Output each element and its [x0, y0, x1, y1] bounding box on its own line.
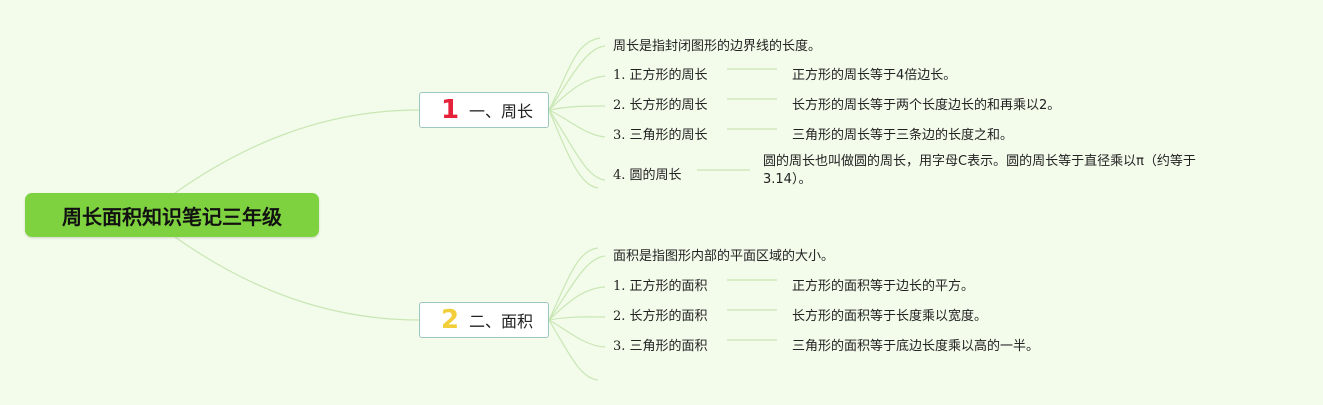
root-topic[interactable]: 周长面积知识笔记三年级 — [25, 193, 319, 237]
branch-2-item-3-desc[interactable]: 三角形的面积等于底边长度乘以高的一半。 — [792, 339, 1040, 354]
branch-2-item-1[interactable]: 1. 正方形的面积 — [613, 279, 708, 294]
branch-1-item-1-desc[interactable]: 正方形的周长等于4倍边长。 — [792, 68, 957, 83]
connector-b2-item3 — [548, 319, 606, 348]
branch-1-item-2[interactable]: 2. 长方形的周长 — [613, 98, 708, 113]
branch-2-item-3[interactable]: 3. 三角形的面积 — [613, 339, 708, 354]
branch-1-item-1[interactable]: 1. 正方形的周长 — [613, 68, 708, 83]
number-two-icon: 2 — [440, 305, 460, 335]
connector-b2-def — [548, 255, 606, 321]
branch-1-topic[interactable]: 1 一、周长 — [419, 92, 549, 128]
branch-1-label: 一、周长 — [469, 102, 534, 121]
branch-1-item-4[interactable]: 4. 圆的周长 — [613, 168, 682, 183]
connector-root-branch-1 — [174, 109, 420, 194]
connector-b1-item3 — [548, 109, 606, 138]
number-one-icon: 1 — [440, 95, 460, 125]
connector-b2-top — [548, 247, 599, 321]
branch-1-item-3[interactable]: 3. 三角形的周长 — [613, 128, 708, 143]
connector-b1-top — [548, 37, 601, 111]
branch-2-item-2-desc[interactable]: 长方形的面积等于长度乘以宽度。 — [792, 309, 988, 324]
branch-2-item-2[interactable]: 2. 长方形的面积 — [613, 309, 708, 324]
branch-2-definition[interactable]: 面积是指图形内部的平面区域的大小。 — [613, 249, 835, 264]
branch-1-item-2-desc[interactable]: 长方形的周长等于两个长度边长的和再乘以2。 — [792, 98, 1061, 113]
connector-b1-item4 — [548, 109, 606, 181]
branch-1-item-3-desc[interactable]: 三角形的周长等于三条边的长度之和。 — [792, 128, 1014, 143]
connector-b1-item1 — [548, 75, 606, 111]
connector-b1-item2 — [548, 105, 606, 111]
branch-1-definition[interactable]: 周长是指封闭图形的边界线的长度。 — [613, 39, 822, 54]
connector-b2-item2 — [548, 316, 606, 321]
connector-b1-def — [548, 45, 606, 111]
branch-2-topic[interactable]: 2 二、面积 — [419, 302, 549, 338]
connector-b2-item1 — [548, 286, 606, 321]
connector-root-branch-2 — [174, 236, 420, 321]
connector-b1-bottom — [548, 109, 599, 189]
connector-b2-bottom — [548, 319, 599, 381]
branch-2-item-1-desc[interactable]: 正方形的面积等于边长的平方。 — [792, 279, 975, 294]
branch-1-item-4-desc[interactable]: 圆的周长也叫做圆的周长，用字母C表示。圆的周长等于直径乘以π（约等于3.14）。 — [763, 154, 1196, 187]
branch-2-label: 二、面积 — [469, 312, 534, 331]
